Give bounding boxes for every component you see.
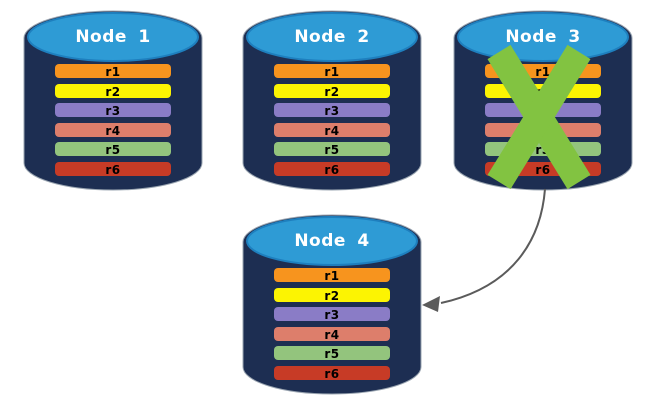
record-r2-label: r2	[324, 84, 340, 99]
record-r1-label: r1	[105, 65, 121, 79]
record-r6-label: r6	[105, 162, 121, 177]
record-r1-label: r1	[324, 65, 340, 79]
node-2: Node 2 r1 r2 r3 r4 r5 r6	[241, 8, 423, 192]
record-r5-label: r5	[324, 347, 340, 361]
record-r5: r5	[274, 346, 390, 361]
record-r1: r1	[274, 268, 390, 283]
record-r3: r3	[274, 307, 390, 322]
node-4-record-list: r1 r2 r3 r4 r5 r6	[274, 268, 390, 385]
node-2-record-list: r1 r2 r3 r4 r5 r6	[274, 64, 390, 181]
node-3-label: Node 3	[505, 27, 581, 47]
record-r4: r4	[55, 122, 171, 138]
node-3: Node 3 r1 r2 r3 r4 r5 r6	[452, 8, 634, 192]
record-r6: r6	[274, 161, 390, 177]
record-r4-label: r4	[324, 123, 340, 138]
node-4-label: Node 4	[294, 231, 370, 251]
fail-x-icon	[487, 44, 591, 190]
record-r6: r6	[55, 161, 171, 177]
record-r5: r5	[274, 142, 390, 157]
arrowhead-icon	[422, 296, 440, 312]
record-r3-label: r3	[105, 104, 121, 118]
record-r5-label: r5	[324, 143, 340, 157]
record-r1: r1	[274, 64, 390, 79]
record-r3: r3	[274, 103, 390, 118]
record-r5-label: r5	[105, 143, 121, 157]
record-r2-label: r2	[324, 288, 340, 303]
record-r1-label: r1	[535, 65, 551, 79]
record-r4-label: r4	[324, 327, 340, 342]
record-r3: r3	[55, 103, 171, 118]
record-r2-label: r2	[105, 84, 121, 99]
record-r1-label: r1	[324, 269, 340, 283]
record-r1: r1	[55, 64, 171, 79]
record-r2: r2	[274, 83, 390, 99]
node-2-label: Node 2	[294, 27, 370, 47]
record-r4: r4	[274, 326, 390, 342]
record-r4: r4	[274, 122, 390, 138]
record-r5: r5	[55, 142, 171, 157]
record-r3-label: r3	[324, 308, 340, 322]
record-r2: r2	[55, 83, 171, 99]
record-r2: r2	[274, 287, 390, 303]
node-1: Node 1 r1 r2 r3 r4 r5 r6	[22, 8, 204, 192]
node-1-record-list: r1 r2 r3 r4 r5 r6	[55, 64, 171, 181]
record-r6-label: r6	[535, 162, 551, 177]
node-4: Node 4 r1 r2 r3 r4 r5 r6	[241, 212, 423, 396]
record-r6-label: r6	[324, 366, 340, 381]
record-r6-label: r6	[324, 162, 340, 177]
record-r6: r6	[274, 365, 390, 381]
node-1-label: Node 1	[75, 27, 151, 47]
record-r4-label: r4	[105, 123, 121, 138]
record-r3-label: r3	[324, 104, 340, 118]
